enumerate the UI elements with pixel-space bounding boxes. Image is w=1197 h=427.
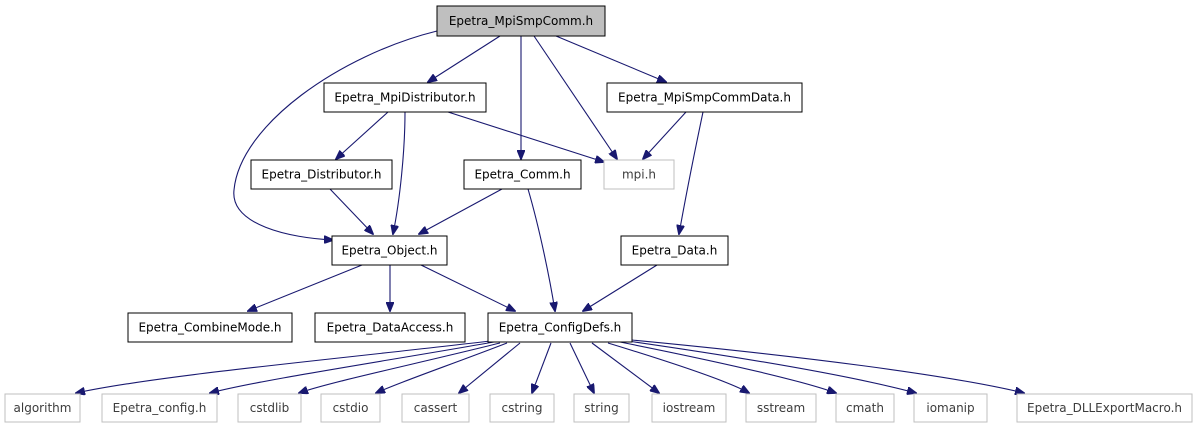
edge-mpismpcommdata-to-mpi	[643, 111, 687, 159]
node-label: algorithm	[14, 401, 72, 415]
node-label: Epetra_CombineMode.h	[138, 321, 281, 335]
node-epetra-object-h[interactable]: Epetra_Object.h	[331, 235, 448, 266]
edge-configdefs-to-epetra-config	[210, 341, 495, 393]
edge-root-to-mpi	[533, 35, 617, 159]
node-string[interactable]: string	[573, 393, 630, 423]
edge-configdefs-to-cstdio	[376, 342, 508, 393]
node-label: string	[584, 401, 618, 415]
edge-configdefs-to-cstdlib	[299, 342, 501, 393]
node-label: Epetra_config.h	[113, 401, 207, 415]
node-label: cassert	[414, 401, 458, 415]
edge-distributor-to-object	[329, 188, 373, 234]
edge-configdefs-to-cstring	[532, 342, 552, 393]
edge-mpidistributor-to-object	[393, 111, 406, 234]
edge-data-to-configdefs	[583, 264, 658, 311]
node-label: sstream	[757, 401, 805, 415]
node-epetra-combinemode-h[interactable]: Epetra_CombineMode.h	[127, 312, 293, 343]
node-epetra-mpismpcomm-h[interactable]: Epetra_MpiSmpComm.h	[436, 5, 606, 37]
node-cstdio[interactable]: cstdio	[320, 393, 381, 423]
node-label: Epetra_Comm.h	[474, 168, 570, 182]
node-label: Epetra_MpiDistributor.h	[334, 91, 475, 105]
edge-mpidistributor-to-distributor	[336, 111, 389, 159]
node-label: cstdlib	[250, 401, 289, 415]
node-label: mpi.h	[622, 168, 656, 182]
node-epetra-dllexportmacro-h[interactable]: Epetra_DLLExportMacro.h	[1016, 393, 1193, 423]
node-label: Epetra_ConfigDefs.h	[499, 321, 622, 335]
node-cstring[interactable]: cstring	[489, 393, 555, 423]
node-label: Epetra_MpiSmpCommData.h	[618, 91, 791, 105]
edge-configdefs-to-cmath	[619, 341, 836, 393]
node-iomanip[interactable]: iomanip	[913, 393, 988, 423]
node-algorithm[interactable]: algorithm	[4, 393, 81, 423]
node-cassert[interactable]: cassert	[401, 393, 470, 423]
nodes: Epetra_MpiSmpComm.h Epetra_MpiDistributo…	[4, 5, 1193, 423]
node-label: cmath	[846, 401, 884, 415]
edge-configdefs-to-dllexport	[631, 339, 1024, 393]
node-cmath[interactable]: cmath	[835, 393, 895, 423]
node-label: Epetra_DataAccess.h	[327, 321, 454, 335]
edge-comm-to-object	[419, 188, 503, 234]
edge-configdefs-to-sstream	[607, 342, 749, 393]
node-label: Epetra_Object.h	[341, 244, 437, 258]
node-epetra-comm-h[interactable]: Epetra_Comm.h	[463, 159, 582, 190]
edge-object-to-combinemode	[248, 264, 363, 311]
edge-configdefs-to-cassert	[459, 342, 521, 393]
node-label: cstdio	[333, 401, 369, 415]
edge-mpismpcommdata-to-data	[679, 111, 704, 234]
node-epetra-distributor-h[interactable]: Epetra_Distributor.h	[250, 159, 393, 190]
edge-object-to-configdefs	[420, 264, 515, 311]
node-label: cstring	[501, 401, 542, 415]
edge-mpidistributor-to-mpi	[447, 111, 604, 162]
node-iostream[interactable]: iostream	[651, 393, 727, 423]
node-label: Epetra_Data.h	[632, 244, 718, 258]
node-cstdlib[interactable]: cstdlib	[237, 393, 302, 423]
node-epetra-mpidistributor-h[interactable]: Epetra_MpiDistributor.h	[323, 82, 487, 113]
edge-configdefs-to-algorithm	[76, 340, 491, 393]
edge-root-to-mpidistributor	[428, 35, 501, 82]
node-epetra-data-h[interactable]: Epetra_Data.h	[620, 235, 729, 266]
edge-root-to-mpismpcommdata	[555, 35, 666, 82]
node-label: Epetra_Distributor.h	[262, 168, 382, 182]
node-mpi-h[interactable]: mpi.h	[603, 159, 675, 190]
node-epetra-dataaccess-h[interactable]: Epetra_DataAccess.h	[314, 312, 466, 343]
node-label: iostream	[663, 401, 716, 415]
edge-configdefs-to-string	[569, 342, 594, 393]
edges	[76, 30, 1024, 393]
edge-configdefs-to-iomanip	[627, 340, 916, 393]
node-sstream[interactable]: sstream	[745, 393, 817, 423]
node-label: Epetra_MpiSmpComm.h	[449, 14, 593, 28]
node-epetra-mpismpcommdata-h[interactable]: Epetra_MpiSmpCommData.h	[606, 82, 803, 113]
edge-comm-to-configdefs	[527, 188, 555, 311]
node-epetra-configdefs-h[interactable]: Epetra_ConfigDefs.h	[487, 312, 633, 343]
node-epetra-config-h[interactable]: Epetra_config.h	[101, 393, 218, 423]
edge-root-to-object	[233, 30, 438, 240]
edge-configdefs-to-iostream	[591, 342, 659, 393]
node-label: Epetra_DLLExportMacro.h	[1027, 401, 1182, 415]
node-label: iomanip	[926, 401, 974, 415]
